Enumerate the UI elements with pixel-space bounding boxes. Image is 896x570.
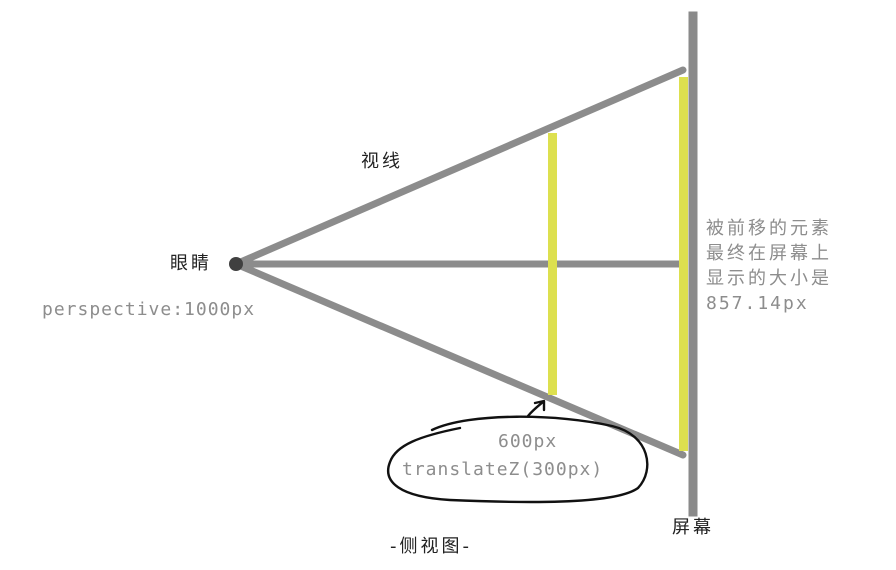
screen-note-line-1: 被前移的元素 bbox=[706, 218, 832, 239]
screen-label: 屏幕 bbox=[672, 517, 714, 538]
translate-label: translateZ(300px) bbox=[402, 459, 604, 480]
diagram-caption: -侧视图- bbox=[390, 536, 472, 557]
eye-dot bbox=[229, 257, 243, 271]
projected-element bbox=[679, 77, 688, 451]
screen-note-line-2: 最终在屏幕上 bbox=[706, 243, 832, 264]
screen-note-line-3: 显示的大小是 bbox=[706, 268, 832, 289]
eye-label: 眼睛 bbox=[170, 253, 212, 274]
lower-sight-line bbox=[232, 260, 687, 459]
screen-note: 被前移的元素 最终在屏幕上 显示的大小是 857.14px bbox=[706, 216, 866, 316]
screen-note-line-4: 857.14px bbox=[706, 293, 809, 314]
sight-line-label: 视线 bbox=[361, 151, 403, 172]
upper-sight-line bbox=[232, 66, 687, 268]
annotation-ellipse bbox=[387, 415, 649, 504]
annotation-arrow bbox=[526, 399, 546, 418]
element-distance-label: 600px bbox=[498, 431, 558, 452]
perspective-label: perspective:1000px bbox=[42, 299, 256, 320]
translated-element bbox=[548, 133, 557, 395]
